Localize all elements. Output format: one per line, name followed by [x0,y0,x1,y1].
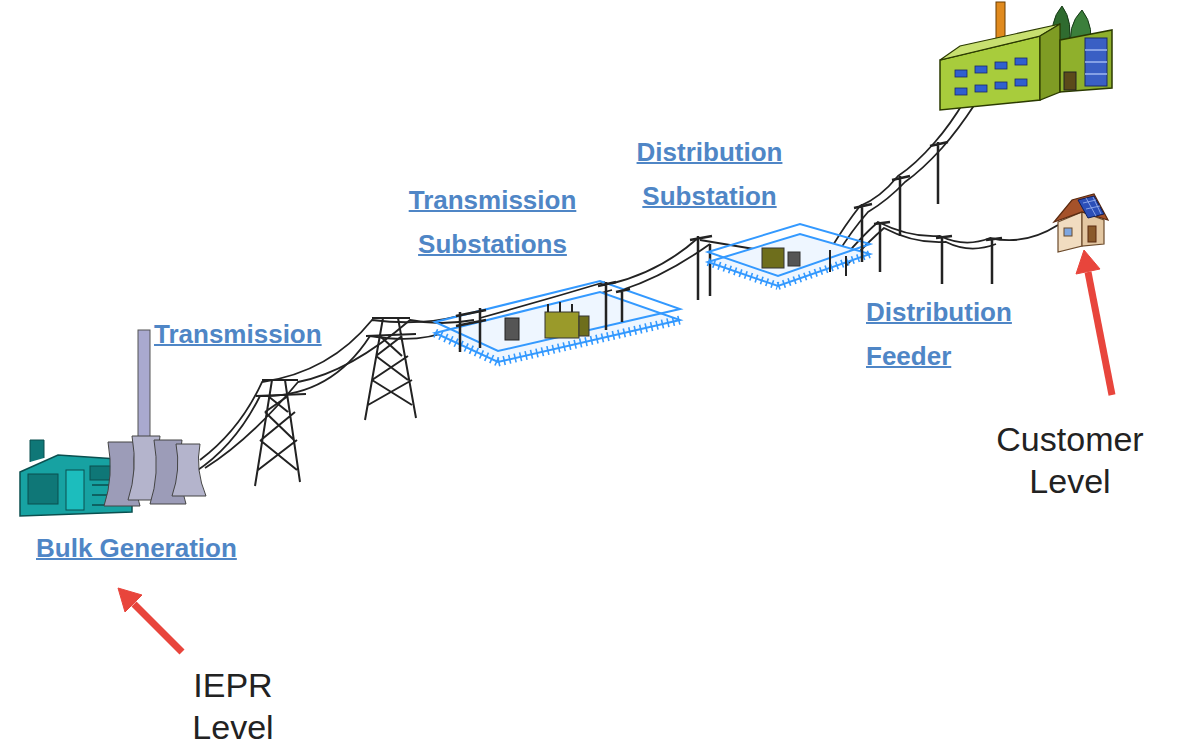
transmission-substation-part [435,292,680,362]
transmission-substation-part [548,302,572,312]
component-label: Transmission Substations [380,178,605,266]
house-part [1064,228,1072,236]
distribution-substation [690,224,870,300]
factory-part-part [995,62,1007,69]
distribution-substation-part [762,248,784,268]
house-part [1054,194,1108,222]
house [1054,194,1108,252]
utility-pole-part [892,176,910,236]
transmission-substation-part [456,308,486,352]
transmission-substation-part [598,282,630,330]
level-callout: IEPR Level [178,664,288,748]
transmission-wires-part [195,330,450,472]
house-part [1078,196,1104,218]
transmission-tower-part [255,380,306,486]
transmission-substation-part [545,312,579,338]
component-label: Distribution Substation [612,130,807,218]
callout-arrow-part [1076,250,1100,274]
factory-part-part [975,66,987,73]
utility-pole-part [986,238,1002,284]
callout-arrow [118,250,1112,652]
callout-arrow-part [118,588,142,612]
factory-part [1085,38,1107,86]
transmission-substation-part [435,292,680,362]
utility-pole-part [930,142,948,204]
factory-part [1085,50,1107,74]
factory-part-part [955,88,967,95]
transmission-substation-part [505,318,519,340]
transmission-wires-part [830,100,965,250]
distribution-substation-part [690,236,712,300]
utility-pole-part [854,204,872,262]
power-plant-part [30,440,44,462]
component-label: Transmission [154,312,394,356]
power-plant-part [28,474,58,504]
transmission-substation [435,281,680,362]
level-callout: Customer Level [965,418,1175,502]
factory-part-part [955,70,967,77]
transmission-substation-part [435,281,680,351]
factory-part [1040,24,1060,100]
factory-part-part [975,85,987,92]
factory-part [1064,72,1076,90]
utility-pole-part [874,222,890,272]
callout-arrow-part [1088,272,1112,395]
distribution-substation-part [708,224,870,276]
utility-pole [854,142,1002,284]
component-label: Distribution Feeder [866,290,1066,378]
factory [940,2,1112,110]
transmission-tower-part [365,318,416,420]
factory-part-part [1015,79,1027,86]
component-label: Bulk Generation [36,526,316,570]
distribution-substation-part [830,250,846,276]
transmission-wires-part [840,222,1058,262]
transmission-wires [195,100,1058,472]
factory-part [955,58,1027,95]
distribution-substation-part [788,252,800,266]
power-plant-part [172,444,206,496]
factory-part-part [1015,58,1027,65]
power-plant-part [66,470,84,510]
house-part [1083,197,1101,216]
factory-part-part [995,82,1007,89]
house-part [1088,226,1096,242]
callout-arrow-part [134,604,182,652]
power-plant [20,330,206,516]
transmission-substation-part [579,316,589,336]
utility-pole-part [936,236,952,284]
factory-part [1060,30,1112,92]
transmission-wires-part [846,228,996,266]
